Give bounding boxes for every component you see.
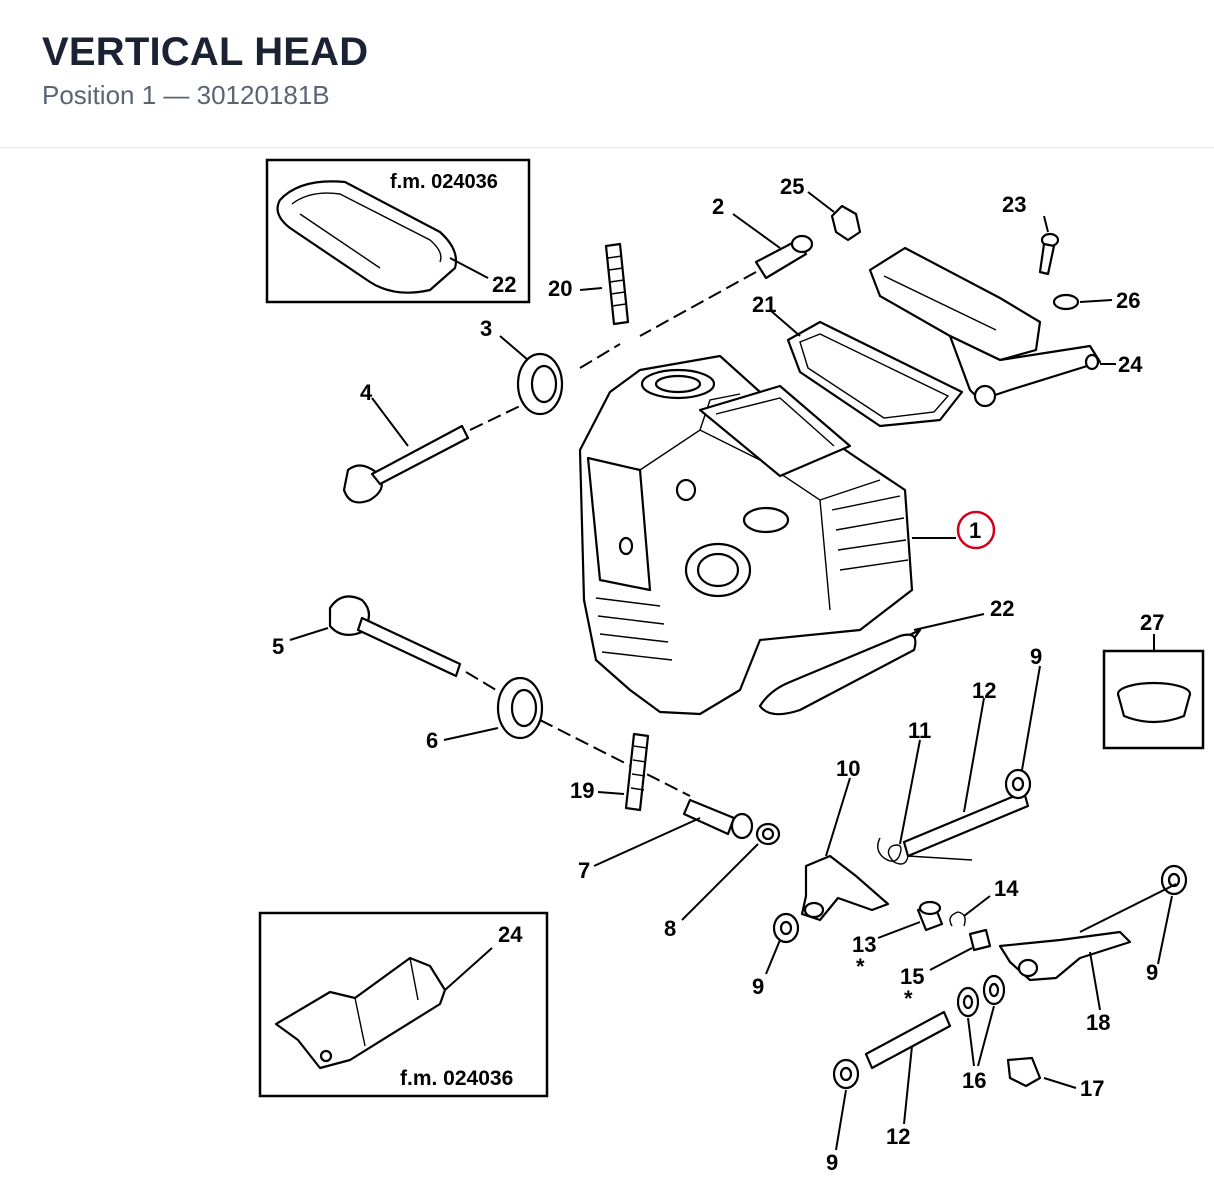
exploded-parts-diagram: f.m. 024036 22 f.m. 024036 24 27 bbox=[258, 158, 1205, 1175]
callout-7[interactable]: 7 bbox=[578, 858, 590, 883]
washer-9-bottom: 9 bbox=[826, 1058, 860, 1175]
callout-18[interactable]: 18 bbox=[1086, 1010, 1110, 1035]
callout-9-left[interactable]: 9 bbox=[752, 974, 764, 999]
bushing-15: 15 * bbox=[900, 928, 992, 1011]
stud-20: 20 bbox=[548, 242, 630, 326]
valve-guide-top: 2 bbox=[639, 194, 814, 337]
bolt-23: 23 bbox=[1002, 192, 1060, 276]
inset-bottom-left: f.m. 024036 24 bbox=[258, 911, 549, 1098]
gasket-22: 22 bbox=[758, 596, 1014, 716]
cylinder-head bbox=[578, 354, 914, 716]
callout-14[interactable]: 14 bbox=[994, 876, 1019, 901]
asterisk-15: * bbox=[904, 986, 913, 1011]
callout-26[interactable]: 26 bbox=[1116, 288, 1140, 313]
callout-4[interactable]: 4 bbox=[360, 380, 373, 405]
callout-24[interactable]: 24 bbox=[1118, 352, 1143, 377]
inset-top-left: f.m. 024036 22 bbox=[265, 158, 531, 304]
bushing-13: 13 * bbox=[852, 900, 944, 979]
ring-8: 8 bbox=[664, 822, 781, 941]
inset-right-ring: 27 bbox=[1102, 610, 1205, 750]
plug-26: 26 bbox=[1052, 288, 1140, 313]
clip-14: 14 bbox=[949, 876, 1019, 927]
callout-20[interactable]: 20 bbox=[548, 276, 572, 301]
callout-9-right[interactable]: 9 bbox=[1146, 960, 1158, 985]
stud-19: 19 bbox=[570, 732, 650, 812]
callout-24-inset[interactable]: 24 bbox=[498, 922, 523, 947]
seal-3: 3 bbox=[480, 316, 621, 416]
page-subtitle: Position 1 — 30120181B bbox=[42, 80, 330, 110]
valve-5: 5 bbox=[272, 595, 497, 691]
callout-8[interactable]: 8 bbox=[664, 916, 676, 941]
rocker-arm-10: 10 bbox=[800, 756, 890, 922]
seal-6: 6 bbox=[426, 676, 691, 797]
callout-25[interactable]: 25 bbox=[780, 174, 804, 199]
callout-27[interactable]: 27 bbox=[1140, 610, 1164, 635]
valve-4: 4 bbox=[342, 380, 521, 504]
asterisk-13: * bbox=[856, 954, 865, 979]
washers-16: 16 bbox=[956, 974, 1006, 1093]
callout-9-upper-right[interactable]: 9 bbox=[1030, 644, 1042, 669]
shaft-12-lower: 12 bbox=[864, 1010, 952, 1149]
callout-1-highlight-ring bbox=[956, 510, 996, 550]
washer-9-right: 9 bbox=[1146, 864, 1188, 985]
callout-22[interactable]: 22 bbox=[990, 596, 1014, 621]
callout-12-upper[interactable]: 12 bbox=[972, 678, 996, 703]
page-title: VERTICAL HEAD bbox=[42, 30, 369, 74]
callout-12-lower[interactable]: 12 bbox=[886, 1124, 910, 1149]
callout-2[interactable]: 2 bbox=[712, 194, 724, 219]
washer-9-left: 9 bbox=[752, 912, 800, 999]
gasket: 21 bbox=[752, 292, 964, 428]
page-header: VERTICAL HEAD Position 1 — 30120181B bbox=[0, 0, 1214, 148]
spring-11: 11 bbox=[877, 718, 973, 865]
callout-19[interactable]: 19 bbox=[570, 778, 594, 803]
callout-10[interactable]: 10 bbox=[836, 756, 860, 781]
callout-13[interactable]: 13 bbox=[852, 932, 876, 957]
clip-17: 17 bbox=[1006, 1056, 1104, 1101]
callout-9-bottom[interactable]: 9 bbox=[826, 1150, 838, 1175]
callout-21[interactable]: 21 bbox=[752, 292, 776, 317]
callout-16[interactable]: 16 bbox=[962, 1068, 986, 1093]
callout-6[interactable]: 6 bbox=[426, 728, 438, 753]
inset-bottom-left-fm-label: f.m. 024036 bbox=[400, 1067, 513, 1090]
callout-22-inset[interactable]: 22 bbox=[492, 272, 516, 297]
washer-9-upper-right: 9 bbox=[1004, 644, 1042, 800]
inset-top-left-fm-label: f.m. 024036 bbox=[390, 171, 498, 193]
callout-5[interactable]: 5 bbox=[272, 634, 284, 659]
callout-3[interactable]: 3 bbox=[480, 316, 492, 341]
valve-cover: 24 bbox=[868, 246, 1143, 408]
shaft-12-upper: 12 bbox=[902, 678, 1030, 858]
rocker-arm-18: 18 bbox=[998, 883, 1177, 1035]
callout-1[interactable]: 1 bbox=[969, 518, 981, 543]
valve-guide-lower: 7 bbox=[578, 798, 754, 883]
callout-11[interactable]: 11 bbox=[908, 718, 931, 743]
callout-15[interactable]: 15 bbox=[900, 964, 924, 989]
plug-25: 25 bbox=[780, 174, 862, 242]
callout-17[interactable]: 17 bbox=[1080, 1076, 1104, 1101]
callout-23[interactable]: 23 bbox=[1002, 192, 1026, 217]
